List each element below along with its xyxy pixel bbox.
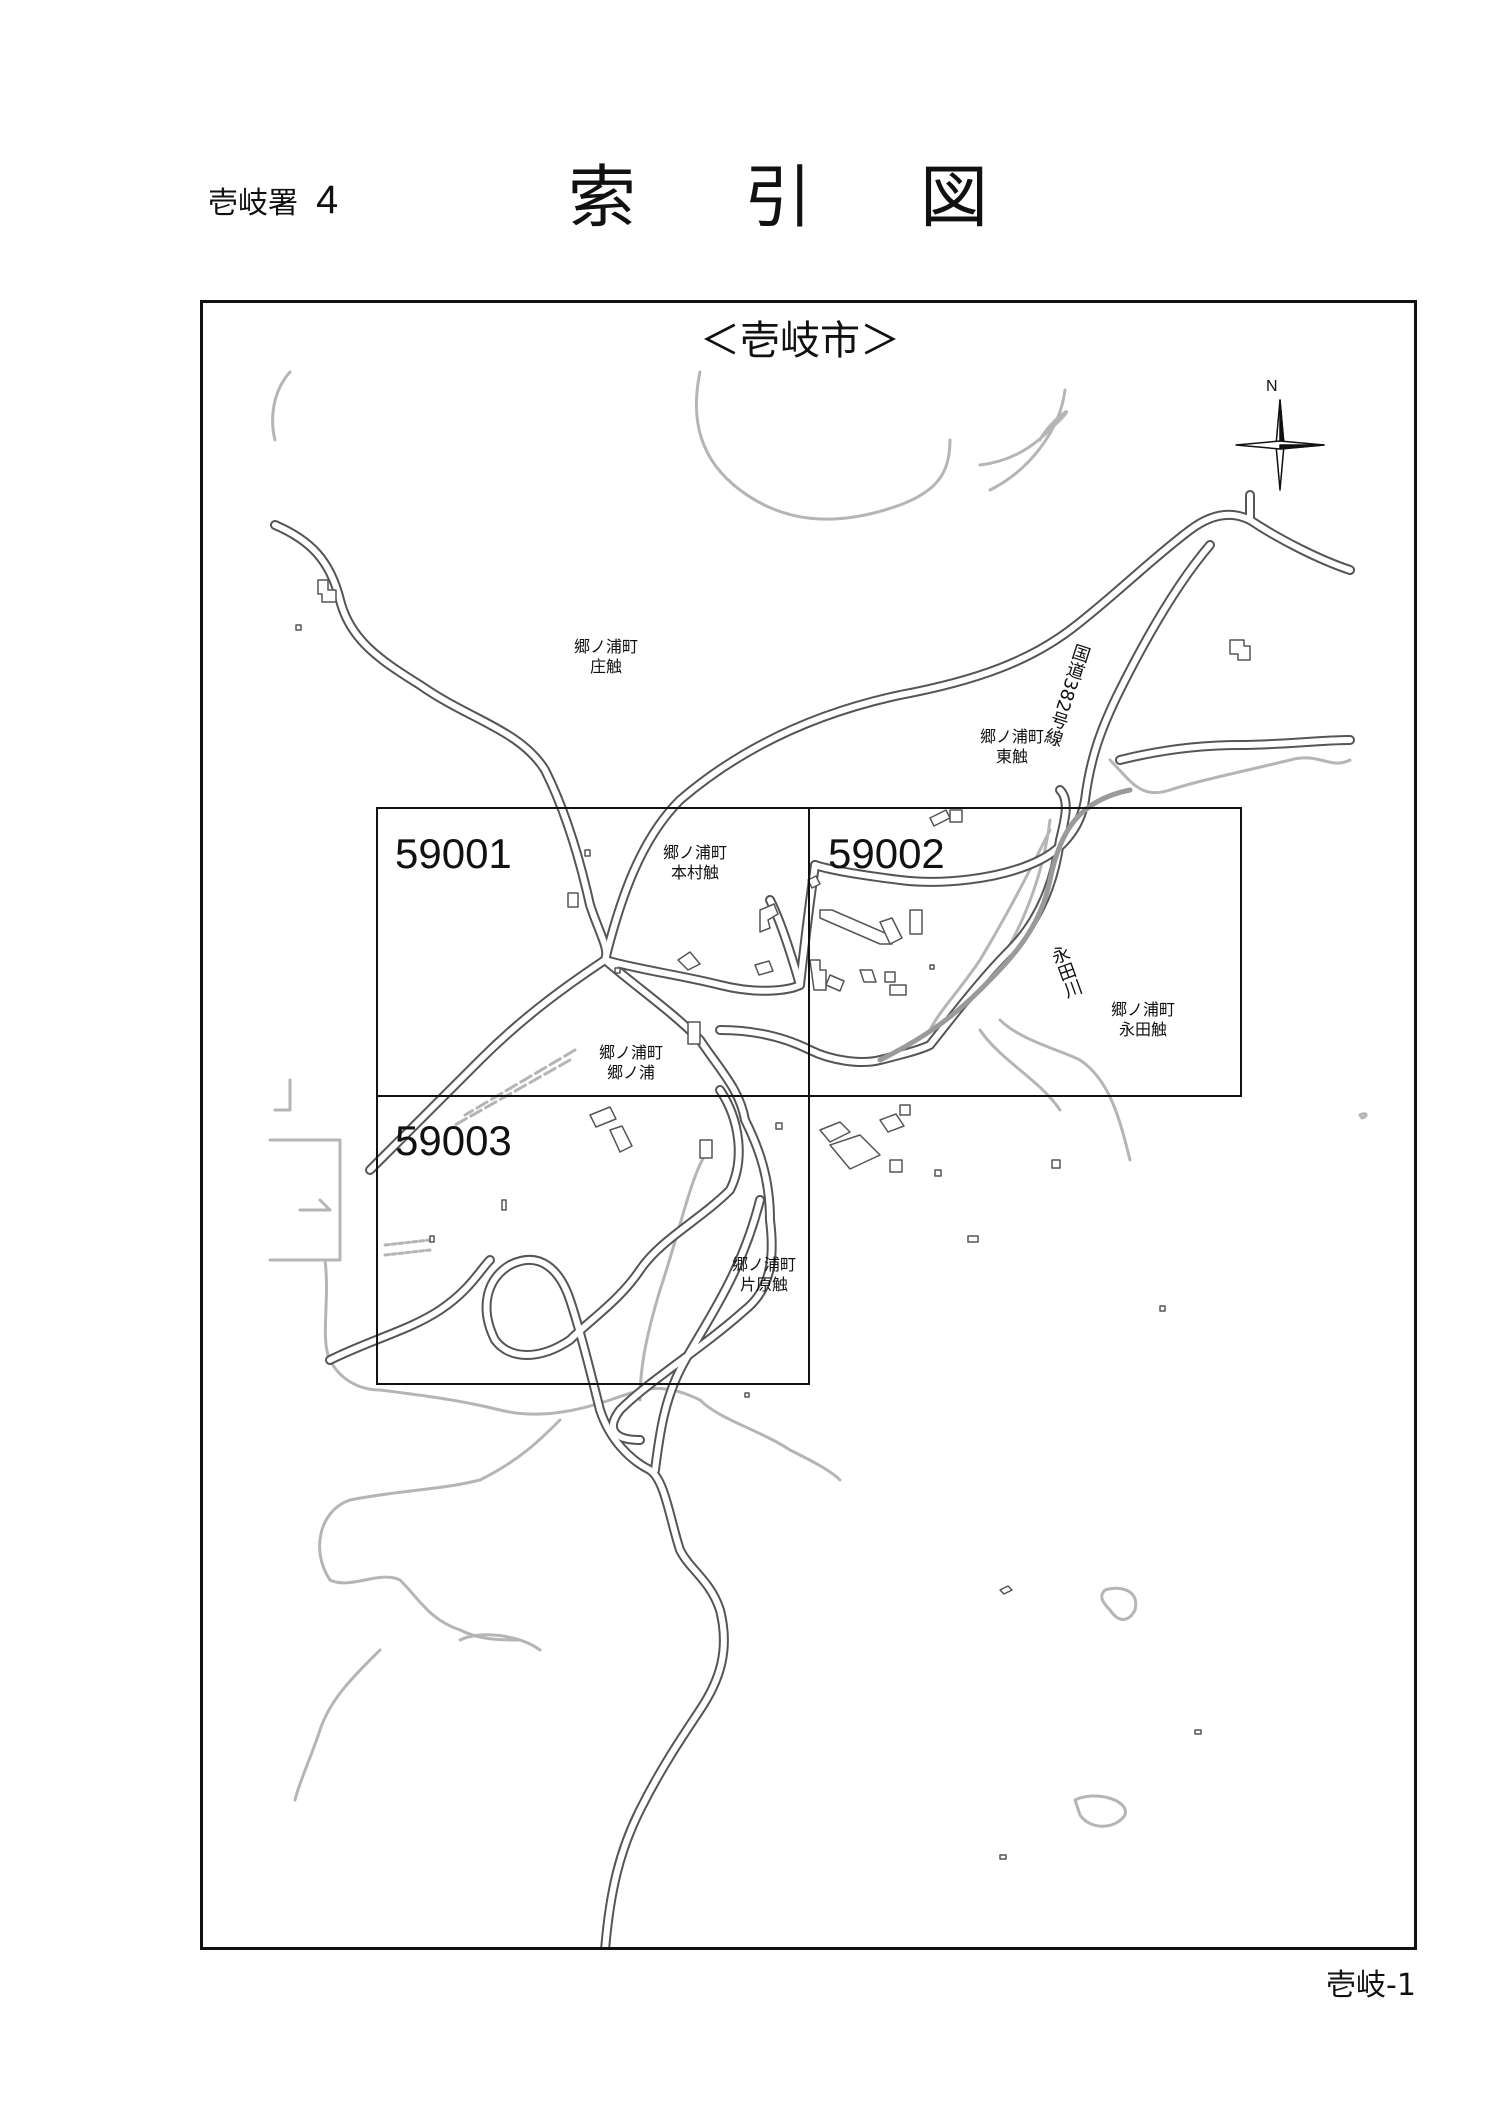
sheet-59003-label[interactable]: 59003 [395, 1117, 512, 1164]
sheet-59002-label[interactable]: 59002 [828, 830, 945, 877]
station-name: 壱岐署 [208, 186, 298, 221]
station-label: 壱岐署 4 [208, 178, 338, 223]
coastline [268, 370, 1368, 1828]
area-label-katabaru: 郷ノ浦町片原触 [731, 1255, 797, 1294]
map-frame [200, 300, 1417, 1950]
city-title: ＜壱岐市＞ [700, 318, 900, 364]
area-label-nagata: 郷ノ浦町永田触 [1110, 1000, 1176, 1039]
sheet-59003-box [376, 1095, 810, 1385]
area-label-higashi: 郷ノ浦町東触 [979, 727, 1045, 766]
station-number: 4 [316, 178, 339, 222]
area-label-sho: 郷ノ浦町庄触 [573, 637, 639, 676]
index-grid [376, 807, 1242, 1385]
road-network [270, 490, 1355, 1947]
buildings [295, 579, 1251, 1860]
river [877, 787, 1133, 1063]
area-label-honmura: 郷ノ浦町本村触 [662, 843, 728, 882]
sheet-59002-box [808, 807, 1242, 1097]
sheet-59001-label[interactable]: 59001 [395, 830, 512, 877]
page-title: 索引図 [568, 159, 1097, 238]
north-label: N [1266, 378, 1278, 395]
north-arrow-icon [1235, 399, 1325, 491]
page-number: 壱岐-1 [1326, 1968, 1416, 2003]
area-label-gonoura: 郷ノ浦町郷ノ浦 [598, 1043, 664, 1082]
